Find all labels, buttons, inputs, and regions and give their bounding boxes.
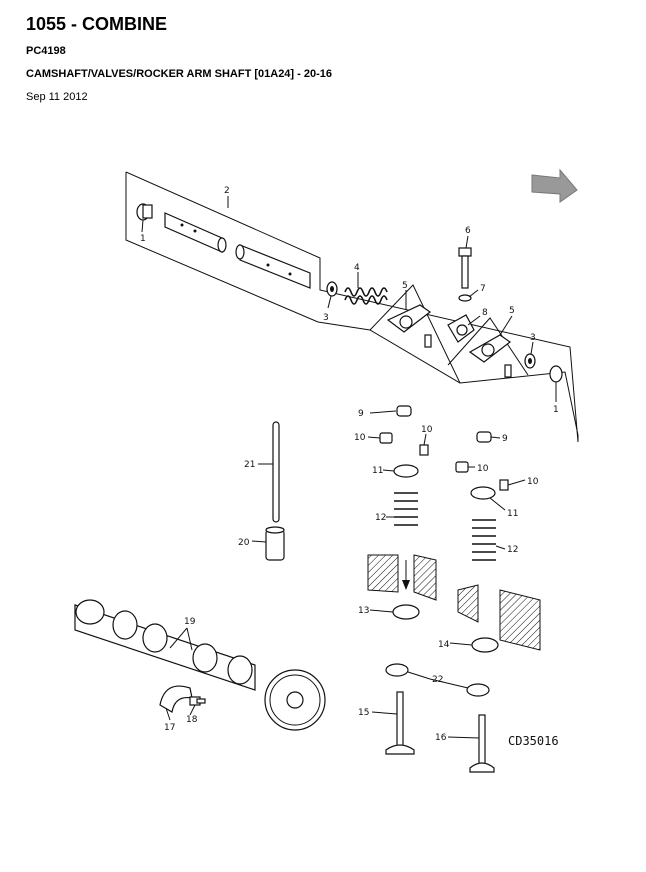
- callout-16: 16: [435, 733, 447, 743]
- callout-19: 19: [184, 617, 196, 627]
- callout-12a: 12: [375, 513, 386, 523]
- part-washer-left: [326, 281, 338, 297]
- part-rocker-shaft: [164, 212, 311, 289]
- callout-9a: 9: [358, 409, 364, 419]
- callout-labels: 1 2 3 4 5 6 7 8 5 3 1 9 10 10 9 11 10 10…: [140, 186, 559, 743]
- part-washer-right: [524, 353, 536, 369]
- part-thrust-plate: [159, 685, 193, 713]
- callout-3b: 3: [530, 333, 536, 343]
- part-support-bracket: [447, 314, 475, 343]
- callout-10b: 10: [421, 425, 433, 435]
- part-rocker-arm-left: [386, 304, 432, 348]
- callout-1b: 1: [553, 405, 559, 415]
- callout-15: 15: [358, 708, 369, 718]
- page-subtitle: CAMSHAFT/VALVES/ROCKER ARM SHAFT [01A24]…: [26, 68, 332, 80]
- direction-arrow-icon: [531, 168, 578, 203]
- callout-11b: 11: [507, 509, 518, 519]
- callout-21: 21: [244, 460, 255, 470]
- callout-4: 4: [354, 263, 360, 273]
- callout-leaders: [141, 196, 557, 739]
- callout-10c: 10: [477, 464, 489, 474]
- part-shim-left: [385, 663, 409, 677]
- callout-20: 20: [238, 538, 250, 548]
- callout-1a: 1: [140, 234, 146, 244]
- part-shim-right: [466, 683, 490, 697]
- part-plug-left: [136, 203, 153, 221]
- part-cap-screw: [189, 696, 206, 706]
- callout-12b: 12: [507, 545, 518, 555]
- callout-22: 22: [432, 675, 443, 685]
- part-pushrod: [272, 421, 280, 523]
- page-title: 1055 - COMBINE: [26, 14, 168, 34]
- callout-7: 7: [480, 284, 486, 294]
- part-bolt: [458, 247, 472, 289]
- figure-code: CD35016: [508, 734, 559, 748]
- callout-13: 13: [358, 606, 369, 616]
- callout-14: 14: [438, 640, 450, 650]
- part-code: PC4198: [26, 45, 66, 57]
- callout-18: 18: [186, 715, 198, 725]
- part-cam-gear: [264, 669, 326, 731]
- part-intake-valve: [385, 691, 415, 755]
- callout-9b: 9: [502, 434, 508, 444]
- callout-5a: 5: [402, 281, 408, 291]
- part-exhaust-valve: [469, 714, 495, 773]
- callout-10d: 10: [527, 477, 539, 487]
- cylinder-head-section: [367, 554, 541, 653]
- callout-5b: 5: [509, 306, 515, 316]
- callout-17: 17: [164, 723, 175, 733]
- callout-11a: 11: [372, 466, 383, 476]
- callout-6: 6: [465, 226, 471, 236]
- publish-date: Sep 11 2012: [26, 91, 88, 103]
- part-rocker-arm-right: [468, 334, 512, 378]
- callout-3a: 3: [323, 313, 329, 323]
- callout-10a: 10: [354, 433, 366, 443]
- part-shaft-spring: [344, 287, 388, 305]
- part-plug-right: [549, 365, 563, 383]
- part-tappet: [265, 526, 285, 561]
- part-camshaft: [74, 599, 256, 691]
- callout-8: 8: [482, 308, 488, 318]
- callout-2: 2: [224, 186, 230, 196]
- part-washer-small: [458, 294, 472, 302]
- valve-train-parts: [379, 405, 509, 561]
- rocker-assembly-frame: [125, 171, 579, 443]
